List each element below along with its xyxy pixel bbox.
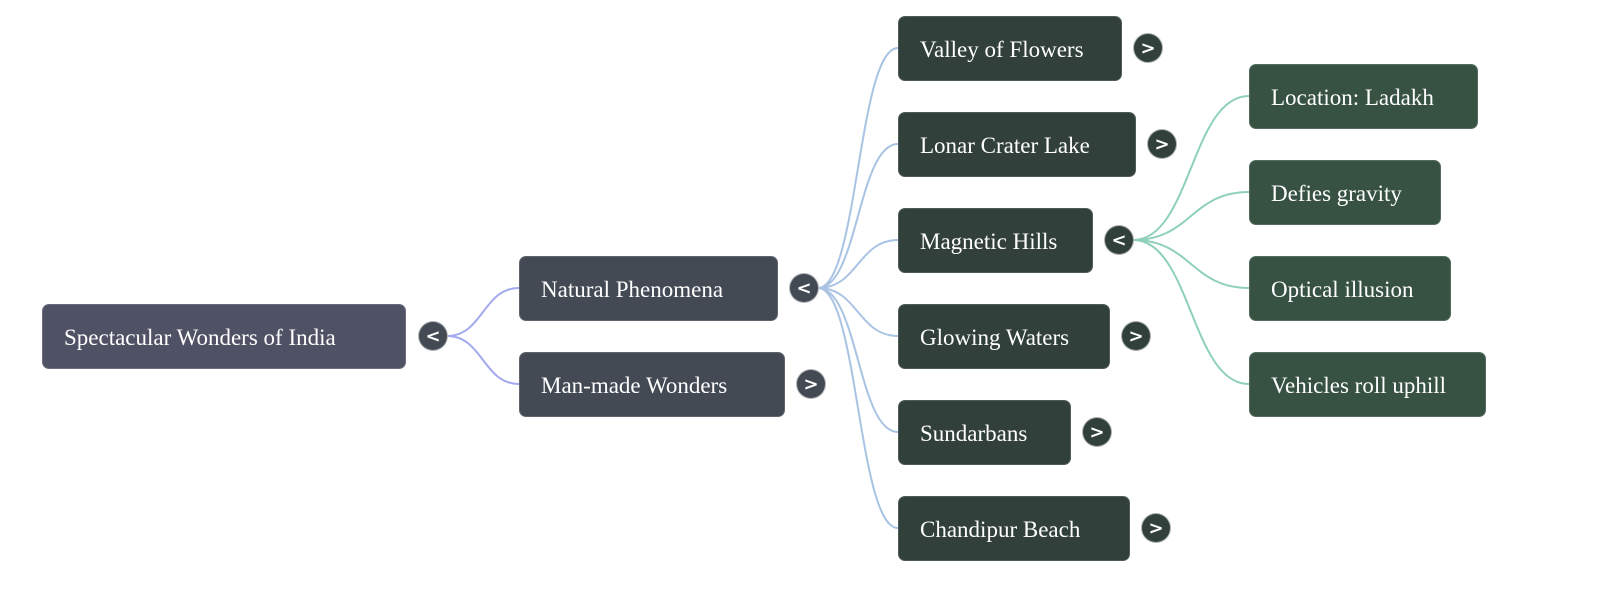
expand-toggle-chandipur-beach[interactable]: > [1141,513,1171,543]
edge-root-to-level1-1 [446,335,520,385]
edge-magnetic-to-level3-1 [1132,191,1250,241]
edge-natural-to-level2-3 [817,287,899,337]
collapse-toggle-root[interactable]: < [418,321,448,351]
collapse-toggle-natural-phenomena[interactable]: < [789,273,819,303]
root-node[interactable]: Spectacular Wonders of India [42,304,406,369]
node-man-made-wonders[interactable]: Man-made Wonders [519,352,785,417]
expand-toggle-man-made-wonders[interactable]: > [796,369,826,399]
expand-toggle-valley-of-flowers[interactable]: > [1133,33,1163,63]
node-defies-gravity[interactable]: Defies gravity [1249,160,1441,225]
edge-magnetic-to-level3-2 [1132,239,1250,289]
node-chandipur-beach[interactable]: Chandipur Beach [898,496,1130,561]
edge-natural-to-level2-2 [817,239,899,289]
node-glowing-waters[interactable]: Glowing Waters [898,304,1110,369]
edge-natural-to-level2-0 [817,47,899,289]
edge-magnetic-to-level3-3 [1132,239,1250,385]
node-sundarbans[interactable]: Sundarbans [898,400,1071,465]
expand-toggle-lonar-crater-lake[interactable]: > [1147,129,1177,159]
edge-natural-to-level2-1 [817,143,899,289]
expand-toggle-sundarbans[interactable]: > [1082,417,1112,447]
edge-magnetic-to-level3-0 [1132,95,1250,241]
node-natural-phenomena[interactable]: Natural Phenomena [519,256,778,321]
node-location-ladakh[interactable]: Location: Ladakh [1249,64,1478,129]
node-magnetic-hills[interactable]: Magnetic Hills [898,208,1093,273]
edge-natural-to-level2-4 [817,287,899,433]
node-optical-illusion[interactable]: Optical illusion [1249,256,1451,321]
edge-natural-to-level2-5 [817,287,899,529]
node-valley-of-flowers[interactable]: Valley of Flowers [898,16,1122,81]
node-vehicles-roll-uphill[interactable]: Vehicles roll uphill [1249,352,1486,417]
collapse-toggle-magnetic-hills[interactable]: < [1104,225,1134,255]
expand-toggle-glowing-waters[interactable]: > [1121,321,1151,351]
edge-root-to-level1-0 [446,287,520,337]
node-lonar-crater-lake[interactable]: Lonar Crater Lake [898,112,1136,177]
